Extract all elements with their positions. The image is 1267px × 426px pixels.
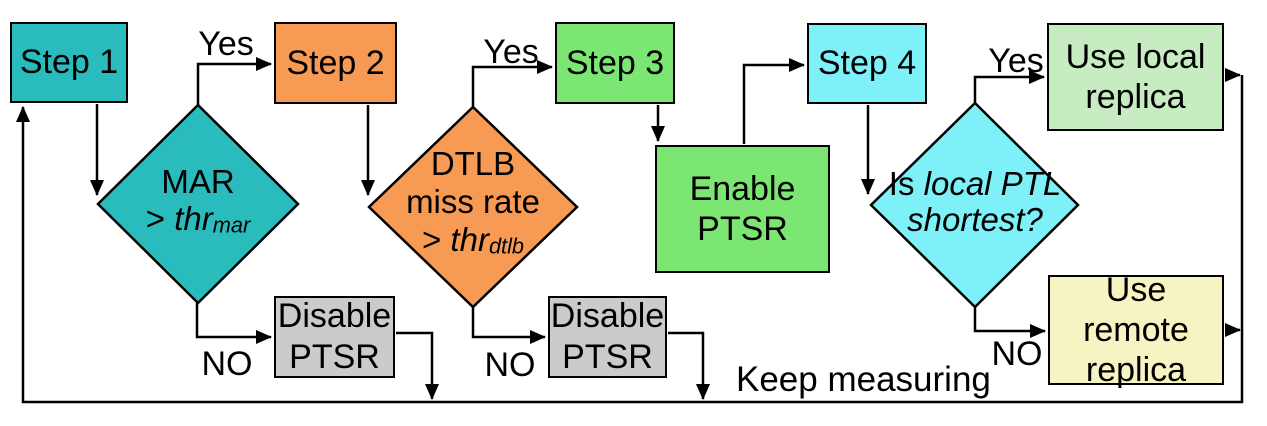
no-label-mar: NO <box>201 345 253 383</box>
ptl-prefix: Is <box>888 165 924 202</box>
yes-label-dtlb: Yes <box>483 33 539 71</box>
step4-box: Step 4 <box>807 23 927 104</box>
edge-mar-yes-to-step2 <box>196 57 272 105</box>
diamond-ptl <box>869 101 1080 309</box>
edge-dtlb-no-to-disable2 <box>471 307 546 344</box>
mar-line2: > thrmar <box>98 200 298 237</box>
use-local-line1: Use local <box>1065 38 1206 76</box>
use-local-replica-box: Use local replica <box>1047 23 1224 131</box>
no-label-dtlb: NO <box>484 346 536 384</box>
mar-line1: MAR <box>161 163 235 200</box>
ptl-question-part1: local PTL <box>923 165 1062 202</box>
keep-measuring-label: Keep measuring <box>736 360 991 399</box>
mar-threshold-subscript: mar <box>212 212 251 238</box>
edge-mar-no-to-disable1 <box>195 303 272 344</box>
step2-label: Step 2 <box>286 43 385 82</box>
dtlb-line2: miss rate <box>406 183 540 220</box>
ptl-diamond-text: Is local PTL shortest? <box>871 166 1079 238</box>
disable-ptsr-1-line1: Disable <box>277 297 392 335</box>
disable-ptsr-2-line2: PTSR <box>562 338 653 376</box>
step1-box: Step 1 <box>10 22 128 103</box>
dtlb-line3: > thrdtlb <box>369 221 577 259</box>
edge-enable-to-step4 <box>742 58 805 144</box>
mar-threshold: thr <box>174 200 213 237</box>
mar-operator: > <box>145 200 175 237</box>
edge-disable1-to-loop <box>396 331 439 400</box>
disable-ptsr-box-2: Disable PTSR <box>548 296 667 378</box>
diamond-mar <box>96 103 300 305</box>
edge-ptl-no-to-use-remote <box>973 307 1046 338</box>
edge-disable2-to-loop <box>668 331 710 400</box>
step2-box: Step 2 <box>274 22 397 104</box>
ptl-line1: Is local PTL <box>871 166 1079 202</box>
edge-dtlb-yes-to-step3 <box>471 60 553 109</box>
no-label-ptl: NO <box>991 335 1043 373</box>
disable-ptsr-box-1: Disable PTSR <box>274 296 395 378</box>
step3-label: Step 3 <box>565 43 665 82</box>
mar-diamond-text: MAR > thrmar <box>98 163 298 237</box>
yes-label-mar: Yes <box>198 25 254 63</box>
dtlb-operator: > <box>421 221 451 258</box>
step1-label: Step 1 <box>19 43 119 81</box>
edge-loop-back-to-step1 <box>16 75 1244 404</box>
diamond-dtlb <box>367 105 579 309</box>
dtlb-threshold: thr <box>450 221 489 258</box>
ptl-line2: shortest? <box>871 202 1079 238</box>
dtlb-threshold-subscript: dtlb <box>488 233 525 259</box>
step4-label: Step 4 <box>817 44 917 82</box>
use-remote-line1: Use remote <box>1083 271 1189 349</box>
enable-ptsr-line2: PTSR <box>697 210 788 248</box>
yes-label-ptl: Yes <box>988 42 1044 80</box>
dtlb-line1: DTLB <box>430 145 516 182</box>
enable-ptsr-box: Enable PTSR <box>655 145 830 273</box>
edge-ptl-yes-to-use-local <box>973 70 1045 104</box>
ptl-question-part2: shortest? <box>907 201 1043 238</box>
disable-ptsr-2-line1: Disable <box>550 297 665 335</box>
step3-box: Step 3 <box>555 22 675 104</box>
enable-ptsr-line1: Enable <box>689 170 796 208</box>
dtlb-diamond-text: DTLB miss rate > thrdtlb <box>369 145 577 259</box>
use-remote-replica-box: Use remote replica <box>1048 271 1224 389</box>
disable-ptsr-1-line2: PTSR <box>289 338 380 376</box>
use-local-line2: replica <box>1085 78 1186 116</box>
use-remote-line2: replica <box>1085 351 1187 389</box>
